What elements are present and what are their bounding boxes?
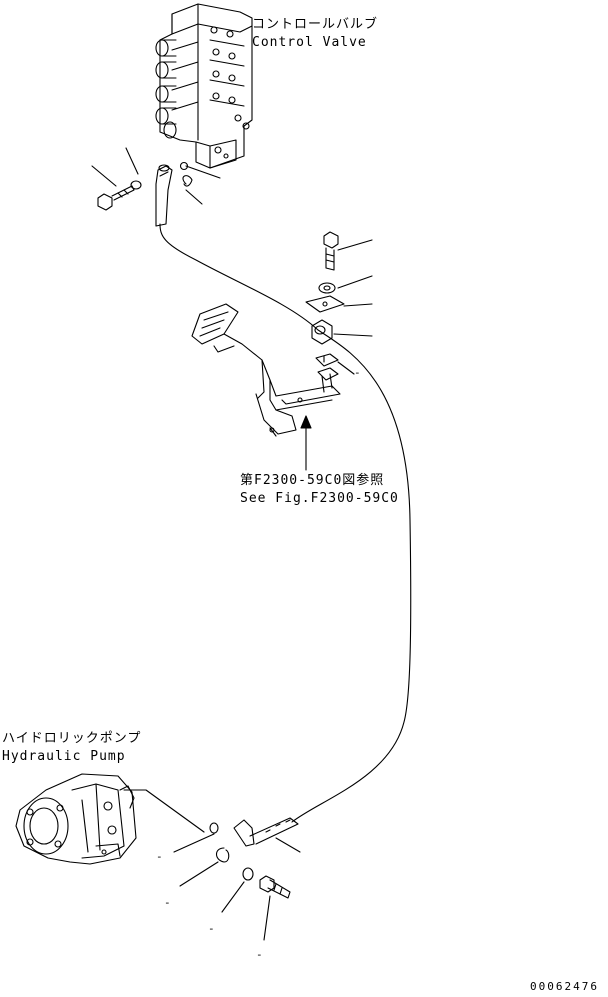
bottom-washer <box>242 867 254 881</box>
top-hose-fitting <box>155 164 173 227</box>
top-bolt <box>97 185 135 211</box>
clamp-leaders <box>333 239 373 375</box>
top-clip <box>182 175 193 187</box>
top-o-ring <box>179 161 189 171</box>
see-fig-label-jp: 第F2300-59C0図参照 <box>240 472 384 488</box>
hydraulic-pump-drawing <box>15 773 137 865</box>
drawing-number: 00062476 <box>530 980 599 993</box>
hose-line <box>159 223 412 823</box>
bottom-bolt <box>259 875 291 899</box>
dash-mark: - <box>354 366 361 379</box>
dash-mark: - <box>208 922 215 935</box>
dash-mark: - <box>156 850 163 863</box>
reference-arrow <box>300 415 312 471</box>
see-fig-label-en: See Fig.F2300-59C0 <box>240 491 399 506</box>
hydraulic-pump-label-jp: ハイドロリックポンプ <box>2 731 141 746</box>
dash-mark: - <box>164 896 171 909</box>
control-valve-label-en: Control Valve <box>252 35 367 50</box>
pump-leaders <box>123 789 301 941</box>
control-valve-label-jp: コントロールバルブ <box>252 16 378 32</box>
hydraulic-pump-label-en: Hydraulic Pump <box>2 749 126 764</box>
top-washer <box>130 180 142 190</box>
bottom-o-ring <box>209 822 219 834</box>
clamp-assembly <box>305 231 345 367</box>
control-valve-drawing <box>155 3 253 169</box>
bottom-hose-fitting <box>233 817 299 847</box>
dash-mark: - <box>256 948 263 961</box>
top-leaders <box>91 147 221 205</box>
bottom-clip <box>215 847 230 863</box>
pedal-bracket <box>191 303 341 437</box>
